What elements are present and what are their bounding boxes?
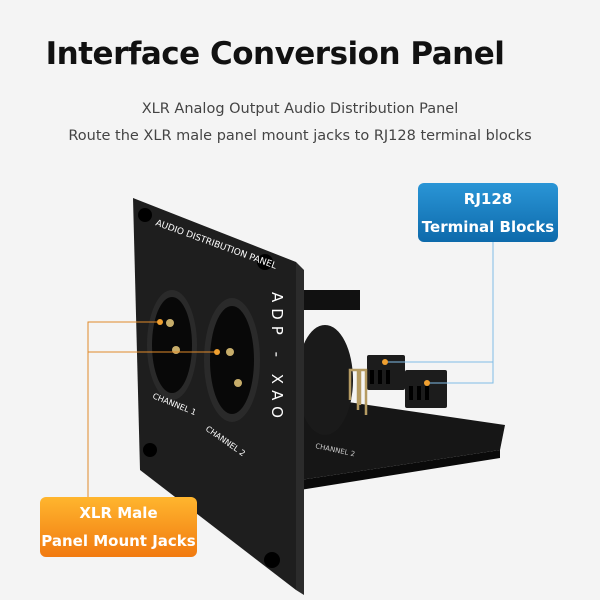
xlr-jack-channel-1 (147, 290, 197, 400)
rj128-leader-lines (385, 242, 494, 384)
terminal-block-1 (367, 355, 405, 390)
xlr-callout: XLR Male Panel Mount Jacks (40, 497, 197, 557)
subtitle-line-1: XLR Analog Output Audio Distribution Pan… (141, 101, 459, 117)
rj128-callout-line1: RJ128 (463, 190, 513, 208)
xlr-leader-lines (87, 321, 217, 497)
terminal-block-2 (405, 370, 447, 408)
xlr-callout-line1: XLR Male (79, 504, 158, 522)
pcb-board (300, 395, 505, 480)
xlr-jack-channel-2 (204, 298, 260, 422)
xlr-housing (300, 290, 360, 310)
rj128-callout-line2: Terminal Blocks (421, 218, 555, 236)
xlr-callout-line2: Panel Mount Jacks (41, 532, 196, 550)
rj128-callout: RJ128 Terminal Blocks (418, 183, 558, 242)
model-label: ADP - XAO (268, 292, 286, 424)
subtitle-line-2: Route the XLR male panel mount jacks to … (68, 128, 532, 144)
page-title: Interface Conversion Panel (45, 36, 505, 72)
